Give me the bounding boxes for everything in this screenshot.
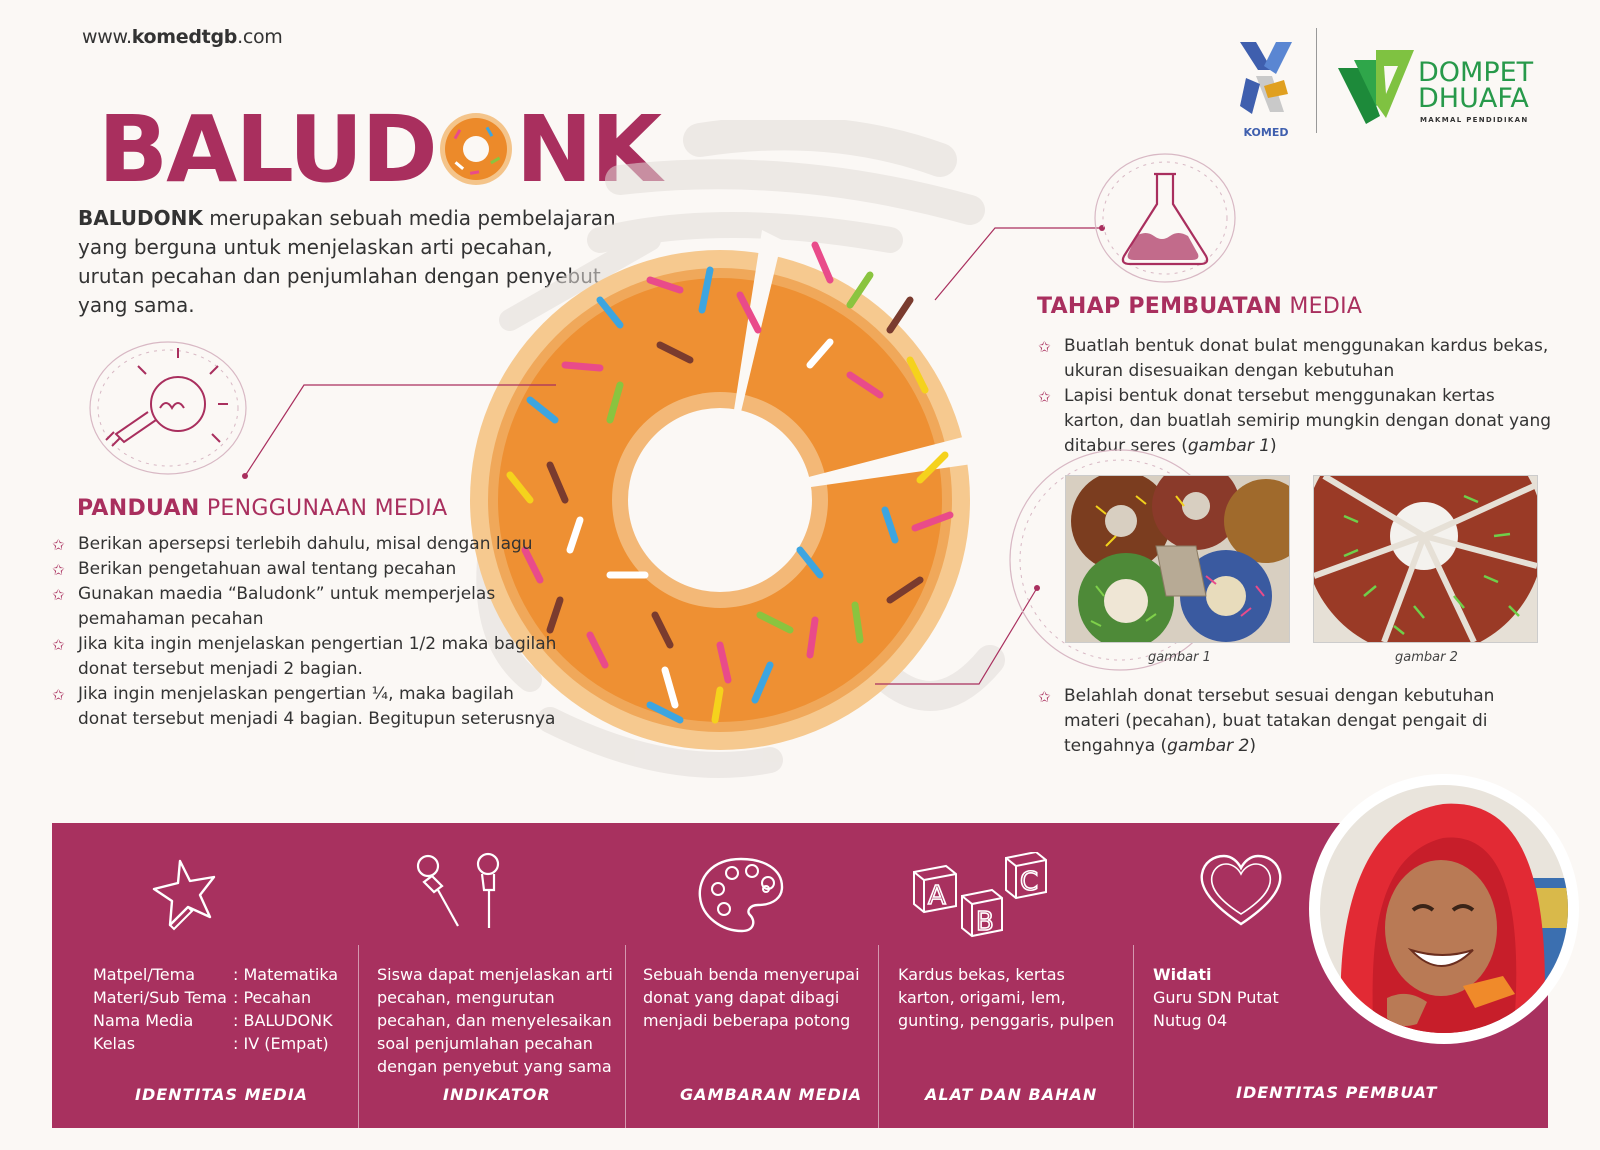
divider (878, 945, 879, 1128)
abc-blocks-icon: A B C (913, 852, 1047, 938)
table-row: Matpel/Tema: Matematika (93, 965, 339, 984)
label-gambaran-media: GAMBARAN MEDIA (680, 1085, 863, 1104)
tahap-heading: TAHAP PEMBUATAN MEDIA (1037, 294, 1363, 319)
list-item: ✩Belahlah donat tersebut sesuai dengan k… (1038, 686, 1495, 756)
list-item: ✩Gunakan maedia “Baludonk” untuk memperj… (52, 584, 496, 629)
dompet-dhuafa-icon (1338, 50, 1414, 124)
komed-logo: KOMED (1236, 40, 1296, 139)
donut-sprinkles (506, 241, 954, 724)
star-bullet-icon: ✩ (1038, 338, 1051, 356)
palette-icon (698, 857, 784, 933)
label-indikator: INDIKATOR (443, 1085, 551, 1104)
brush-strokes (476, 120, 1005, 778)
list-item: ✩Buatlah bentuk donat bulat menggunakan … (1038, 336, 1549, 381)
info-band (52, 823, 1548, 1128)
dompet-dhuafa-logo: DOMPET DHUAFA MAKMAL PENDIDIKAN (1336, 46, 1546, 126)
table-row: Materi/Sub Tema: Pecahan (93, 988, 312, 1007)
list-item: ✩Jika ingin menjelaskan pengertian ¼, ma… (52, 684, 556, 729)
gambaran-media-text: Sebuah benda menyerupai donat yang dapat… (643, 965, 860, 1030)
table-row: Nama Media: BALUDONK (93, 1011, 333, 1030)
identitas-pembuat-text: Widati Guru SDN Putat Nutug 04 (1153, 965, 1279, 1030)
photo-ring (1009, 449, 1220, 671)
indikator-text: Siswa dapat menjelaskan arti pecahan, me… (377, 965, 613, 1076)
star-bullet-icon: ✩ (52, 636, 65, 654)
list-item: ✩Jika kita ingin menjelaskan pengertian … (52, 634, 557, 679)
label-alat-bahan: ALAT DAN BAHAN (925, 1085, 1098, 1104)
lightbulb-icon (89, 341, 247, 475)
list-item: ✩Berikan apersepsi terlebih dahulu, misa… (52, 532, 562, 557)
list-item: ✩Lapisi bentuk donat tersebut menggunaka… (1038, 386, 1552, 456)
table-row: Kelas: IV (Empat) (93, 1034, 329, 1053)
photo-gambar-1 (1065, 475, 1290, 643)
donut-illustration (470, 120, 1005, 778)
star-bullet-icon: ✩ (52, 686, 65, 704)
star-bullet-icon: ✩ (1038, 688, 1051, 706)
logo-divider (1316, 28, 1317, 133)
svg-text:C: C (1020, 867, 1038, 897)
star-bullet-icon: ✩ (52, 536, 65, 554)
divider (358, 945, 359, 1128)
heart-icon (1200, 854, 1282, 926)
author-portrait (1313, 778, 1575, 1040)
svg-text:B: B (976, 907, 994, 937)
tahap-list-continued: ✩Belahlah donat tersebut sesuai dengan k… (1038, 684, 1538, 759)
komed-logo-icon (1240, 42, 1292, 114)
caption-gambar-1: gambar 1 (1148, 650, 1211, 665)
panduan-heading: PANDUAN PENGGUNAAN MEDIA (77, 496, 448, 521)
panduan-list: ✩Berikan apersepsi terlebih dahulu, misa… (52, 532, 562, 732)
caption-gambar-2: gambar 2 (1395, 650, 1458, 665)
svg-text:A: A (928, 881, 946, 911)
title-donut-letter-icon (438, 110, 514, 186)
pushpin-icon (416, 852, 500, 928)
identitas-media-table: Matpel/Tema: Matematika Materi/Sub Tema:… (93, 963, 355, 1055)
divider (1133, 945, 1134, 1128)
label-identitas-media: IDENTITAS MEDIA (135, 1085, 309, 1104)
star-bullet-icon: ✩ (52, 586, 65, 604)
tahap-list: ✩Buatlah bentuk donat bulat menggunakan … (1038, 334, 1558, 459)
flask-icon (1094, 153, 1236, 283)
photo-gambar-2 (1313, 475, 1538, 643)
website-url: www.komedtgb.com (82, 26, 283, 48)
label-identitas-pembuat: IDENTITAS PEMBUAT (1236, 1083, 1438, 1102)
star-icon (152, 859, 216, 931)
intro-paragraph: BALUDONK merupakan sebuah media pembelaj… (78, 206, 616, 317)
list-item: ✩Berikan pengetahuan awal tentang pecaha… (52, 557, 562, 582)
alat-bahan-text: Kardus bekas, kertas karton, origami, le… (898, 965, 1115, 1030)
divider (625, 945, 626, 1128)
star-bullet-icon: ✩ (52, 561, 65, 579)
star-bullet-icon: ✩ (1038, 388, 1051, 406)
